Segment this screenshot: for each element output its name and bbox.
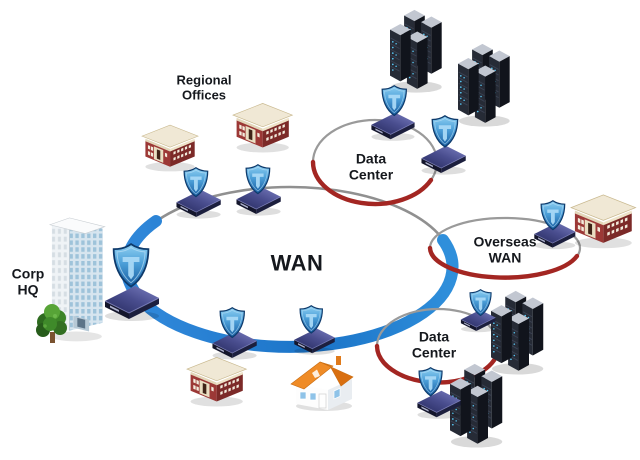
wan-label: WAN (270, 250, 324, 276)
shield-icon-dc-bottom-1 (469, 289, 492, 317)
shield-icon-corp-hq (112, 243, 150, 288)
branch-office-building (186, 356, 247, 407)
server-rack-cluster-bottom-upper (491, 291, 543, 375)
shield-icon-dc-top-2 (431, 115, 459, 148)
regional-office-building-2 (232, 102, 293, 153)
corp-hq-router (104, 285, 160, 322)
server-rack-cluster-top-right (458, 44, 510, 127)
data-center-top-label: Data Center (348, 150, 394, 182)
overseas-office-building (570, 194, 637, 249)
data-center-bottom-label: Data Center (411, 328, 457, 360)
regional-offices-label: Regional Offices (176, 72, 232, 102)
regional-office-building-1 (141, 124, 199, 172)
data-center-top-red-arc (310, 159, 434, 207)
server-rack-cluster-top-left (390, 10, 442, 93)
home-office-house (290, 355, 354, 412)
branch-router-2 (293, 328, 336, 356)
shield-icon-dc-bottom-2 (418, 367, 443, 397)
overseas-wan-label: Overseas WAN (473, 233, 537, 265)
shield-icon-branch-2 (299, 305, 323, 334)
wan-blue-link (120, 215, 459, 353)
data-center-top-router-1 (370, 112, 416, 142)
shield-icon-dc-top-1 (381, 85, 407, 117)
corp-hq-label: Corp HQ (11, 265, 45, 297)
overseas-wan-red-arc (427, 245, 580, 280)
